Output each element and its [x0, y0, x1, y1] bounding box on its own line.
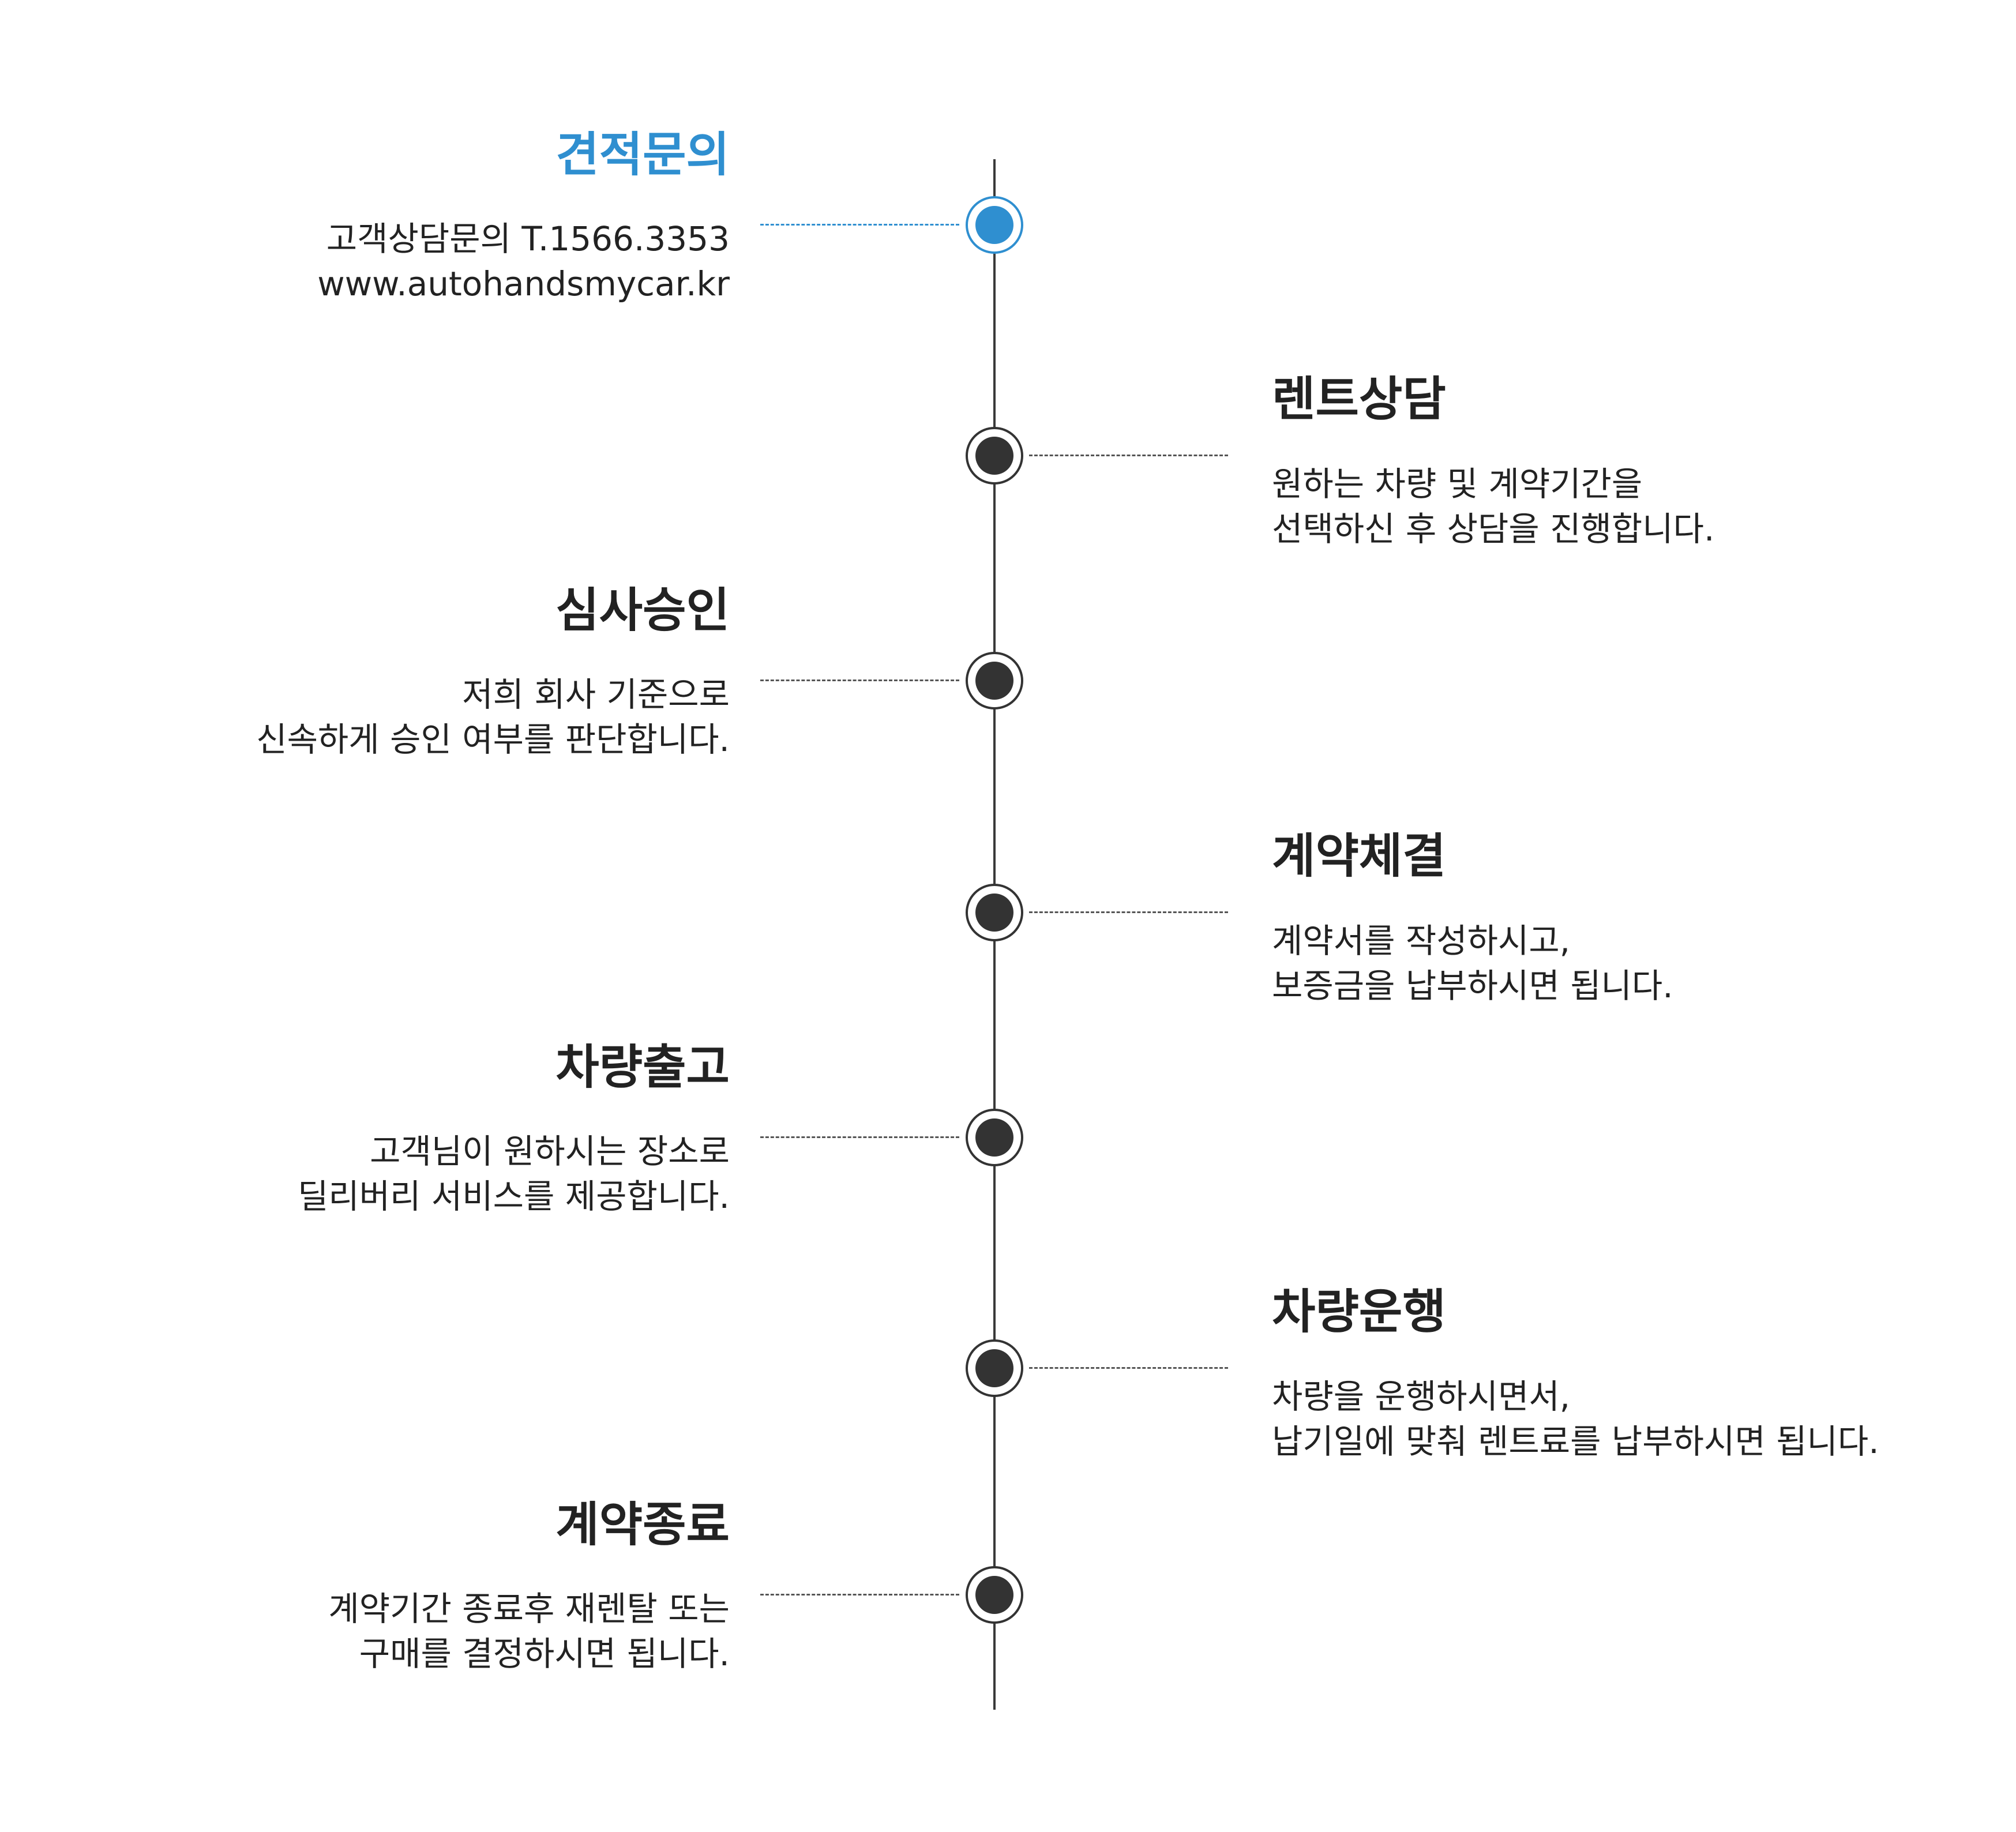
- dashed-connector: [1029, 911, 1228, 913]
- step-title: 계약체결: [1272, 829, 1446, 884]
- step-description-line: 저희 회사 기준으로: [462, 675, 730, 714]
- dashed-connector: [760, 224, 959, 226]
- timeline-node: [966, 652, 1023, 709]
- step-description-line: 고객상담문의 T.1566.3353: [326, 219, 730, 258]
- dashed-connector: [1029, 1367, 1228, 1369]
- step-description-line: 딜리버리 서비스를 제공합니다.: [298, 1177, 730, 1216]
- step-description-line: 고객님이 원하시는 장소로: [370, 1132, 730, 1171]
- timeline-node: [966, 884, 1023, 941]
- timeline-node: [966, 427, 1023, 485]
- step-description-line: 원하는 차량 및 계약기간을: [1272, 464, 1643, 504]
- step-title: 심사승인: [555, 583, 730, 638]
- dashed-connector: [760, 1594, 959, 1596]
- step-title: 렌트상담: [1272, 372, 1446, 427]
- step-description-line: 보증금을 납부하시면 됩니다.: [1272, 966, 1673, 1005]
- timeline-node: [966, 1109, 1023, 1166]
- step-description-line: 차량을 운행하시면서,: [1272, 1377, 1571, 1416]
- step-description: 계약서를 작성하시고, 보증금을 납부하시면 됩니다.: [1272, 918, 1673, 1008]
- step-description: 차량을 운행하시면서, 납기일에 맞춰 렌트료를 납부하시면 됩니다.: [1272, 1374, 1879, 1464]
- step-description: 저희 회사 기준으로 신속하게 승인 여부를 판단합니다.: [256, 672, 730, 762]
- timeline-node: [966, 196, 1023, 254]
- step-description-line: 납기일에 맞춰 렌트료를 납부하시면 됩니다.: [1272, 1422, 1879, 1461]
- step-title: 계약종료: [555, 1497, 730, 1552]
- step-title: 견적문의: [555, 127, 730, 182]
- step-description-line: 계약서를 작성하시고,: [1272, 921, 1571, 960]
- timeline-node: [966, 1566, 1023, 1624]
- dashed-connector: [1029, 455, 1228, 456]
- step-title: 차량운행: [1272, 1285, 1446, 1339]
- step-title: 차량출고: [555, 1040, 730, 1095]
- step-description-line: 계약기간 종료후 재렌탈 또는: [328, 1589, 730, 1628]
- dashed-connector: [760, 680, 959, 681]
- step-description-line: www.autohandsmycar.kr: [317, 264, 730, 303]
- step-description: 고객상담문의 T.1566.3353 www.autohandsmycar.kr: [317, 216, 730, 306]
- step-description-line: 신속하게 승인 여부를 판단합니다.: [256, 720, 730, 759]
- dashed-connector: [760, 1136, 959, 1138]
- step-description-line: 선택하신 후 상담을 진행합니다.: [1272, 509, 1715, 549]
- timeline-node: [966, 1339, 1023, 1397]
- step-description: 원하는 차량 및 계약기간을 선택하신 후 상담을 진행합니다.: [1272, 461, 1714, 551]
- step-description: 계약기간 종료후 재렌탈 또는 구매를 결정하시면 됩니다.: [328, 1586, 730, 1676]
- step-description-line: 구매를 결정하시면 됩니다.: [359, 1634, 730, 1673]
- step-description: 고객님이 원하시는 장소로 딜리버리 서비스를 제공합니다.: [298, 1129, 730, 1219]
